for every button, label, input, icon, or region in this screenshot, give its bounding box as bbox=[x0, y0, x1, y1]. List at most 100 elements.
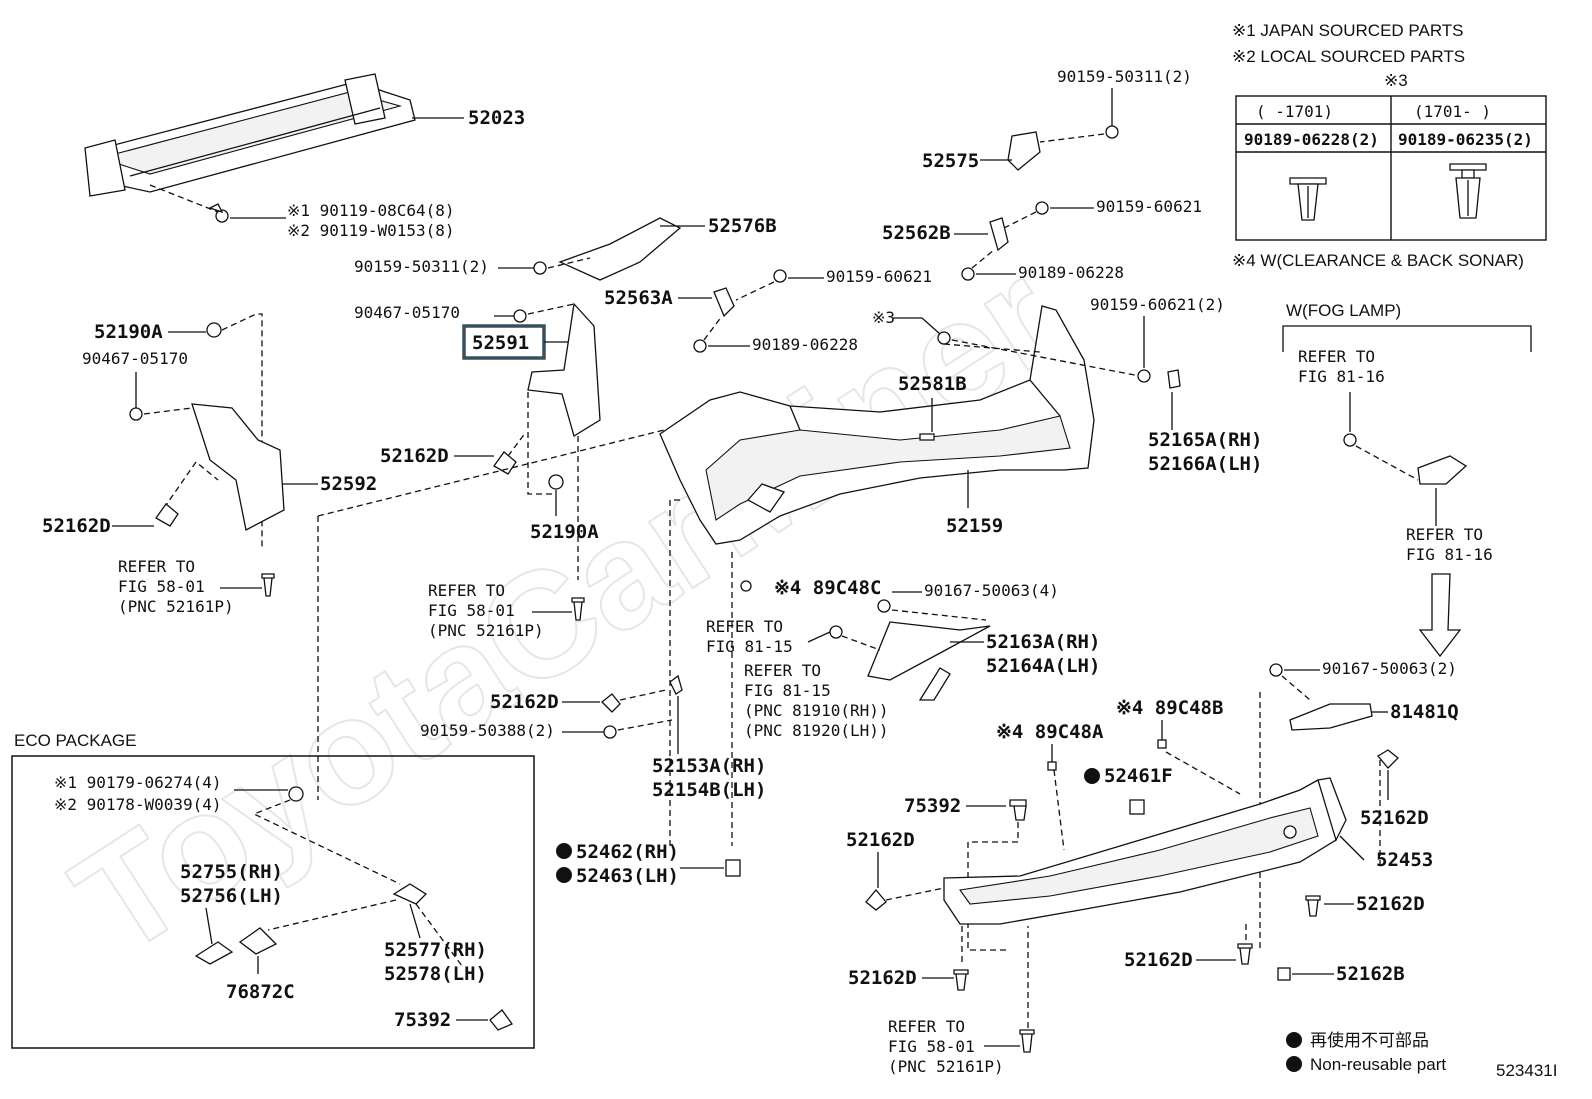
push-clip-icon bbox=[1305, 895, 1321, 917]
part-52154b: 52154B(LH) bbox=[652, 779, 766, 801]
nut-icon bbox=[548, 474, 564, 490]
refer7-line1: REFER TO bbox=[888, 1017, 965, 1036]
reflector-81481q-icon bbox=[1289, 703, 1373, 731]
refer1-line1: REFER TO bbox=[118, 557, 195, 576]
part-52159: 52159 bbox=[946, 515, 1003, 537]
part-75392-b: 75392 bbox=[394, 1009, 451, 1031]
part-75392-a: 75392 bbox=[904, 795, 961, 817]
bolt-icon bbox=[829, 625, 843, 639]
part-90159-60621-a: 90159-60621 bbox=[1096, 197, 1202, 216]
refer4-line4: (PNC 81920(LH)) bbox=[744, 721, 889, 740]
part-76872c: 76872C bbox=[226, 981, 295, 1003]
clip-icon bbox=[493, 451, 517, 475]
arrow-down-icon bbox=[1418, 573, 1462, 658]
side-bracket-52591-icon bbox=[527, 302, 601, 438]
refer6-line2: FIG 81-16 bbox=[1406, 545, 1493, 564]
fog-lamp-icon bbox=[1417, 455, 1468, 485]
bolt-icon bbox=[773, 269, 787, 283]
part-52165a: 52165A(RH) bbox=[1148, 429, 1262, 451]
eco-package-box bbox=[11, 755, 535, 1049]
bolt-icon bbox=[1137, 369, 1151, 383]
seal-52755-icon bbox=[194, 941, 234, 965]
note-japan-sourced: ※1 JAPAN SOURCED PARTS bbox=[1232, 21, 1464, 40]
push-clip-icon bbox=[1237, 943, 1253, 965]
clip-icon bbox=[129, 407, 143, 421]
bolt-icon bbox=[1269, 663, 1283, 677]
note-3-header: ※3 bbox=[1384, 71, 1408, 90]
bolt-icon bbox=[1105, 125, 1119, 139]
part-90167-50063-2: 90167-50063(2) bbox=[1322, 659, 1457, 678]
clip-icon bbox=[693, 339, 707, 353]
bracket-52563a-icon bbox=[713, 287, 735, 318]
fog-lamp-bracket bbox=[1282, 325, 1532, 352]
cap-52462-icon bbox=[725, 859, 741, 877]
refer7-line2: FIG 58-01 bbox=[888, 1037, 975, 1056]
refer4-line2: FIG 81-15 bbox=[744, 681, 831, 700]
cover-52163a-icon bbox=[867, 621, 991, 681]
part-90167-50063-4: 90167-50063(4) bbox=[924, 581, 1059, 600]
part-52190a-a: 52190A bbox=[94, 321, 163, 343]
rear-bumper-cover bbox=[659, 305, 1095, 545]
retainer-52577-icon bbox=[392, 883, 428, 905]
part-90189-06228-a: 90189-06228 bbox=[1018, 263, 1124, 282]
part-52562b: 52562B bbox=[882, 222, 951, 244]
refer1-line3: (PNC 52161P) bbox=[118, 597, 234, 616]
cap-52461f-icon bbox=[1129, 799, 1145, 815]
push-clip-icon bbox=[953, 969, 969, 991]
refer7-line3: (PNC 52161P) bbox=[888, 1057, 1004, 1076]
part-52162d-d: 52162D bbox=[846, 829, 915, 851]
push-clip-icon bbox=[261, 573, 275, 597]
eco-package-label: ECO PACKAGE bbox=[14, 731, 137, 750]
table-head-right: (1701- ) bbox=[1414, 102, 1491, 121]
part-90467-05170-b: 90467-05170 bbox=[82, 349, 188, 368]
part-52162d-f: 52162D bbox=[1356, 893, 1425, 915]
part-90189-06228-b: 90189-06228 bbox=[752, 335, 858, 354]
part-52578: 52578(LH) bbox=[384, 963, 487, 985]
side-bracket-52592-icon bbox=[191, 403, 285, 531]
part-52563a: 52563A bbox=[604, 287, 673, 309]
part-52581b: 52581B bbox=[898, 373, 967, 395]
part-52162d-c: 52162D bbox=[490, 691, 559, 713]
bolt-icon bbox=[1035, 201, 1049, 215]
part-52591[interactable]: 52591 bbox=[472, 332, 529, 354]
refer4-line1: REFER TO bbox=[744, 661, 821, 680]
clip-icon bbox=[601, 693, 621, 713]
bolt-icon bbox=[208, 203, 229, 223]
note-sonar: ※4 W(CLEARANCE & BACK SONAR) bbox=[1232, 251, 1524, 270]
part-90119-08c64: ※1 90119-08C64(8) bbox=[287, 201, 455, 220]
legend-dot-en bbox=[1286, 1056, 1302, 1072]
note-3-clip: ※3 bbox=[872, 308, 895, 327]
part-81481q: 81481Q bbox=[1390, 701, 1459, 723]
refer5-line1: REFER TO bbox=[1298, 347, 1375, 366]
part-90178-w0039: ※2 90178-W0039(4) bbox=[54, 795, 222, 814]
refer4-line3: (PNC 81910(RH)) bbox=[744, 701, 889, 720]
part-52453: 52453 bbox=[1376, 849, 1433, 871]
part-90159-50311-top: 90159-50311(2) bbox=[1057, 67, 1192, 86]
nut-icon bbox=[288, 786, 304, 802]
part-52577: 52577(RH) bbox=[384, 939, 487, 961]
part-90467-05170-a: 90467-05170 bbox=[354, 303, 460, 322]
part-90159-60621-2: 90159-60621(2) bbox=[1090, 295, 1225, 314]
bracket-52575-icon bbox=[1007, 131, 1041, 171]
part-52162b: 52162B bbox=[1336, 963, 1405, 985]
part-52162d-a: 52162D bbox=[380, 445, 449, 467]
refer2-line2: FIG 58-01 bbox=[428, 601, 515, 620]
table-head-left: ( -1701) bbox=[1256, 102, 1333, 121]
part-52162d-b: 52162D bbox=[42, 515, 111, 537]
non-reusable-dot bbox=[1084, 768, 1100, 784]
clip-icon bbox=[1047, 761, 1057, 771]
clip-icon bbox=[513, 309, 527, 323]
bolt-icon bbox=[1343, 433, 1357, 447]
part-52153a: 52153A(RH) bbox=[652, 755, 766, 777]
bolt-icon bbox=[877, 599, 891, 613]
part-52166a: 52166A(LH) bbox=[1148, 453, 1262, 475]
part-52162d-h: 52162D bbox=[848, 967, 917, 989]
refer2-line1: REFER TO bbox=[428, 581, 505, 600]
push-clip-icon bbox=[571, 597, 585, 621]
rear-bumper-reinforcement bbox=[84, 73, 416, 197]
refer1-line2: FIG 58-01 bbox=[118, 577, 205, 596]
clip-icon bbox=[1377, 749, 1399, 769]
part-89c48b: ※4 89C48B bbox=[1116, 697, 1223, 719]
part-90179-06274: ※1 90179-06274(4) bbox=[54, 773, 222, 792]
